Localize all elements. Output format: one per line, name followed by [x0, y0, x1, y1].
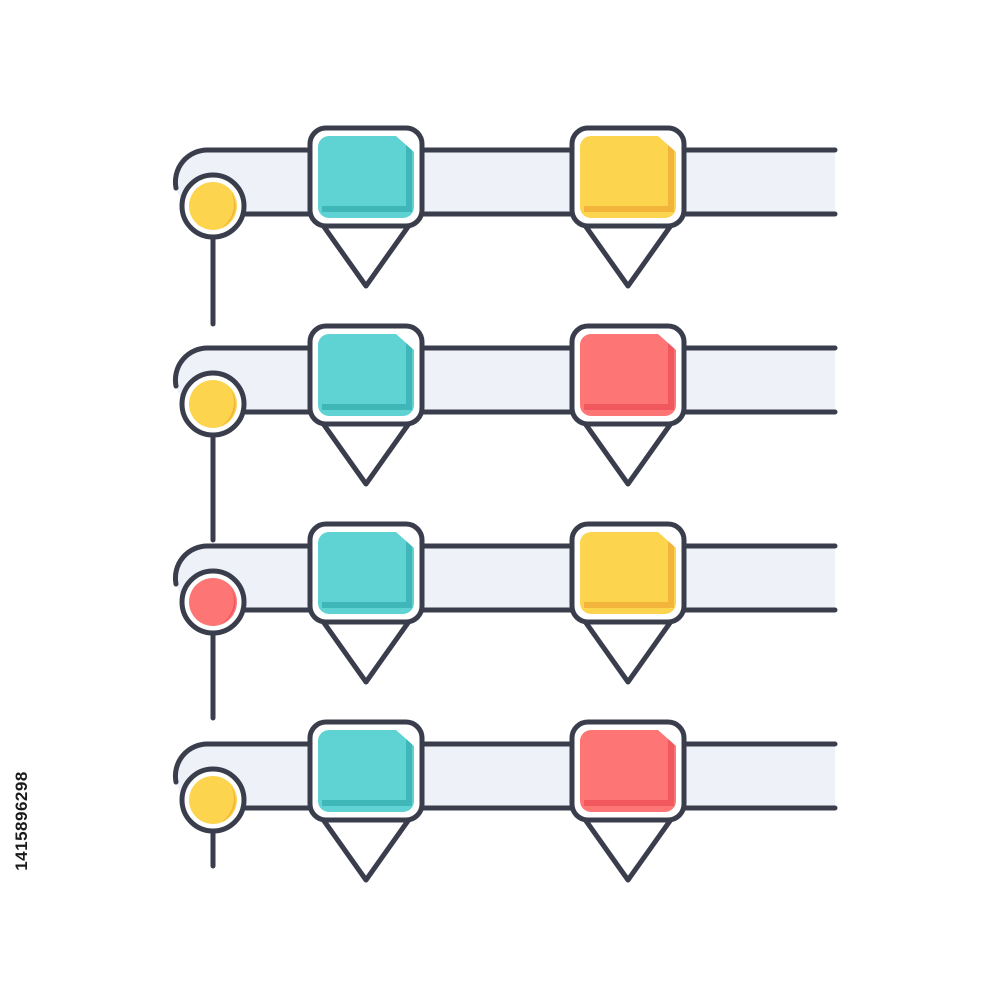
pin-fill: [580, 136, 676, 218]
timeline-track-outline: [172, 741, 838, 785]
pin-fill: [318, 532, 414, 614]
pin-fill: [580, 730, 676, 812]
timeline-track: [176, 546, 835, 610]
pin-fill: [580, 532, 676, 614]
stock-id-label: 1415896298: [8, 746, 36, 896]
pin-highlight: [658, 730, 676, 746]
timeline-row: [172, 521, 838, 685]
pin-pointer: [581, 221, 675, 289]
milestone-dot: [189, 182, 237, 230]
pin-highlight: [658, 136, 676, 152]
pin-highlight: [658, 334, 676, 350]
pin-highlight: [658, 532, 676, 548]
pin-pointer: [581, 815, 675, 883]
pin-highlight: [396, 334, 414, 350]
pin-pointer: [319, 815, 413, 883]
pin-pointer: [319, 419, 413, 487]
pin-fill: [318, 334, 414, 416]
timeline-track-outline: [172, 543, 838, 587]
pin-pointer: [581, 419, 675, 487]
pin-fill: [580, 334, 676, 416]
milestone-dot: [189, 380, 237, 428]
timeline-row: [172, 719, 838, 883]
timeline-track-outline: [172, 147, 838, 191]
milestone-dot: [189, 776, 237, 824]
timeline-track: [176, 150, 835, 214]
timeline-row: [172, 125, 838, 289]
pin-pointer: [319, 221, 413, 289]
timeline-track: [176, 348, 835, 412]
stock-id-text: 1415896298: [12, 771, 32, 871]
pin-pointer: [319, 617, 413, 685]
pin-fill: [318, 730, 414, 812]
pin-highlight: [396, 136, 414, 152]
timeline-rows: [172, 125, 838, 883]
timeline-track-outline: [172, 345, 838, 389]
pin-highlight: [396, 730, 414, 746]
milestone-dot: [189, 578, 237, 626]
timeline-track: [176, 744, 835, 808]
pin-pointer: [581, 617, 675, 685]
pin-fill: [318, 136, 414, 218]
pin-highlight: [396, 532, 414, 548]
timeline-row: [172, 323, 838, 487]
